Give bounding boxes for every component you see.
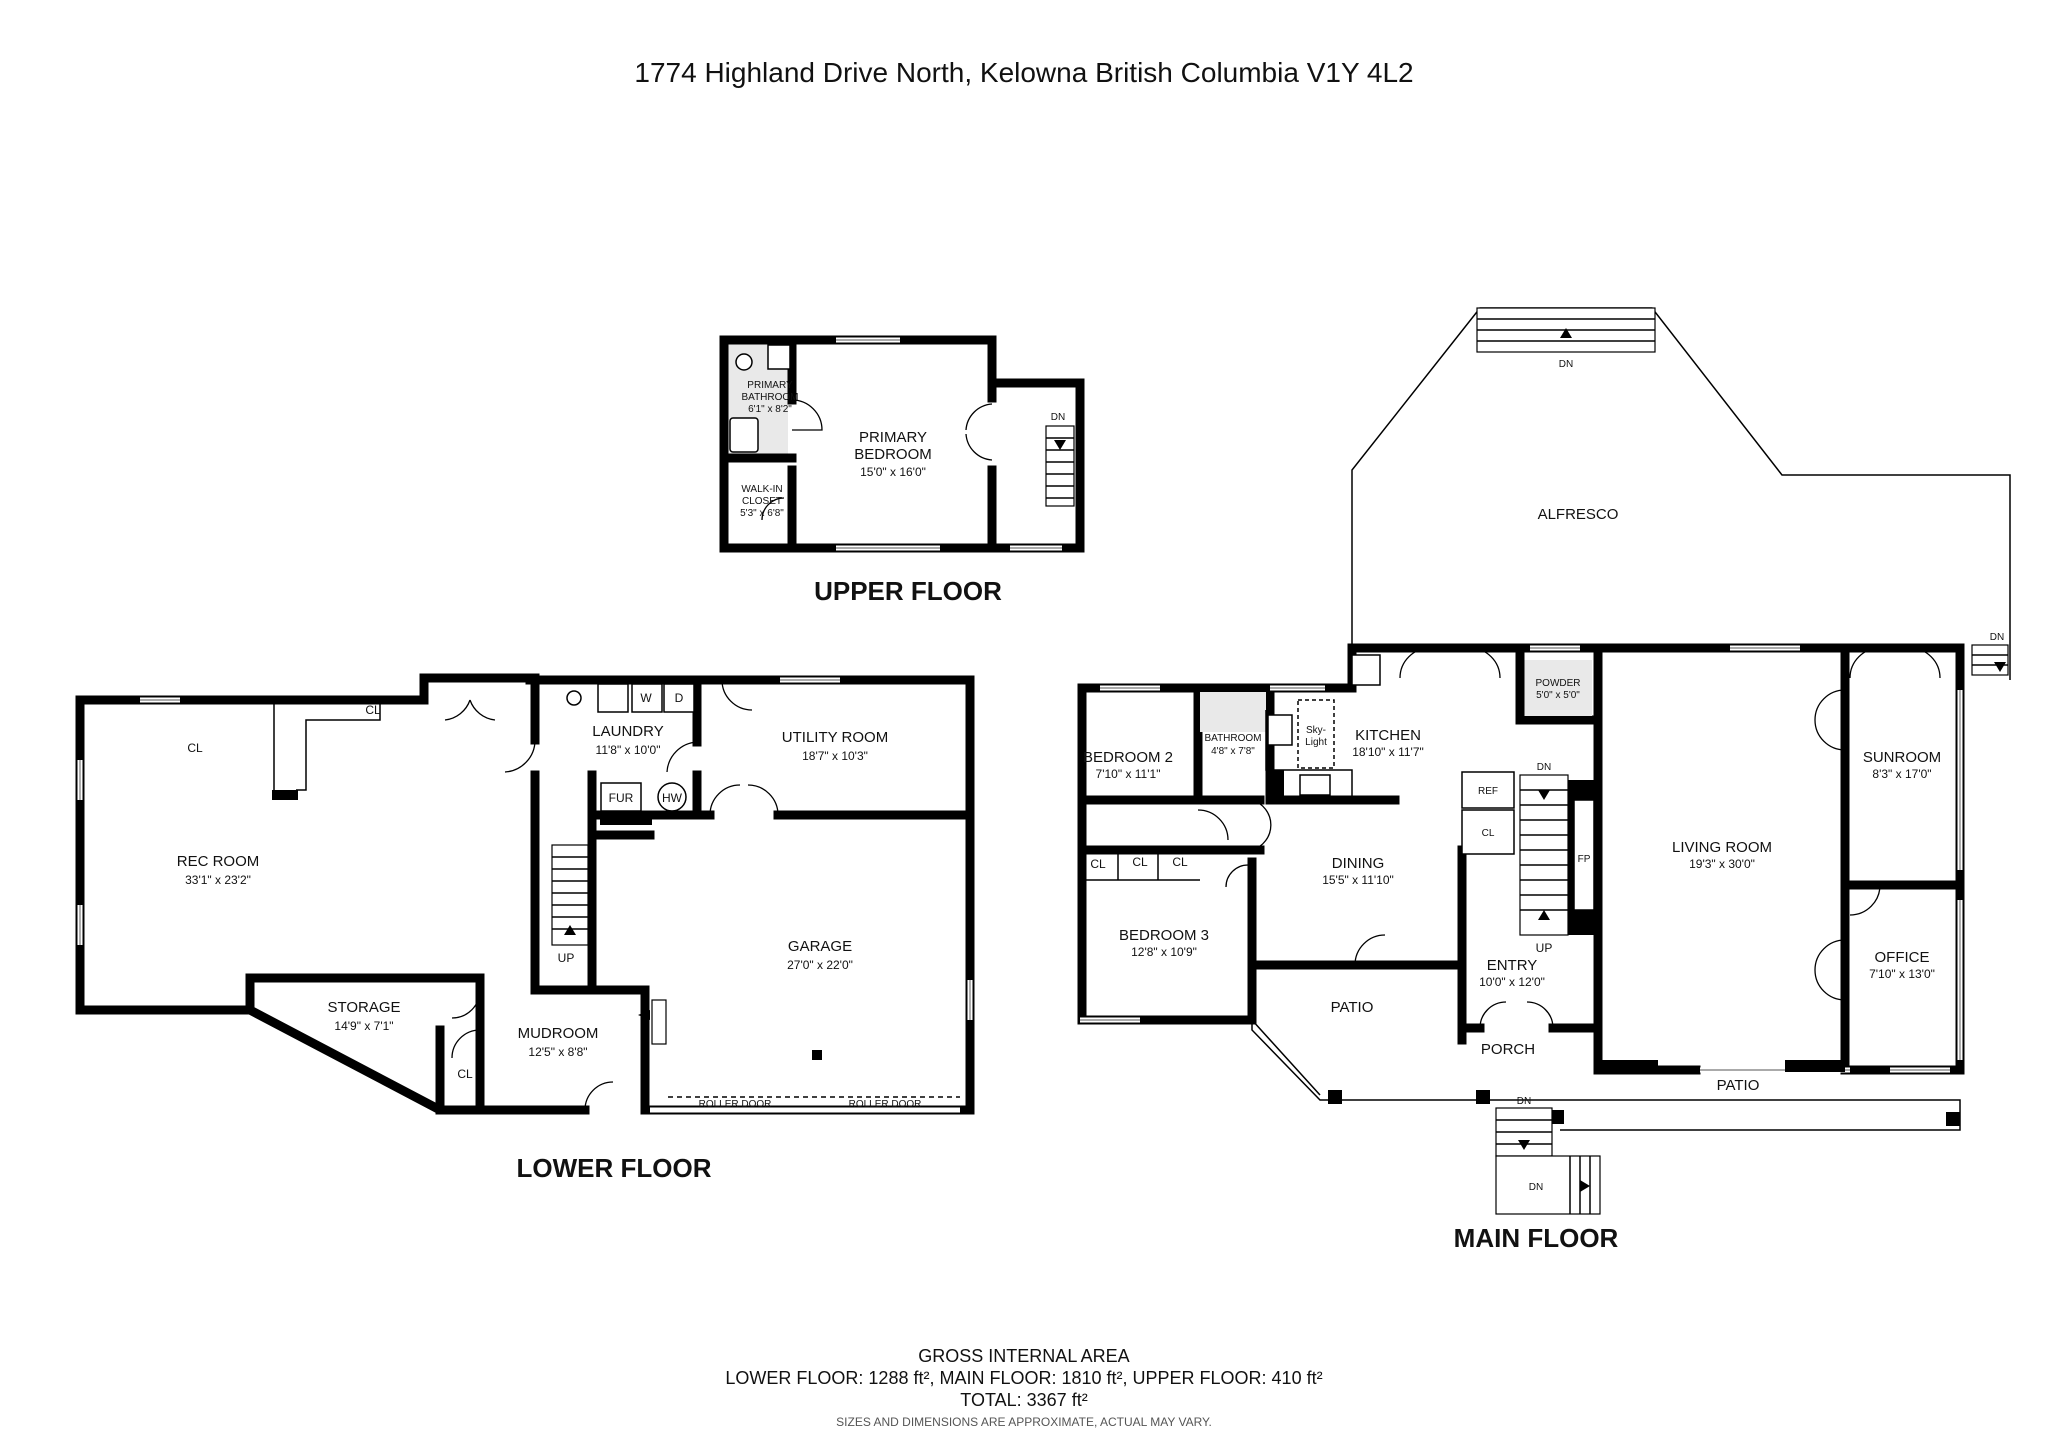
entry-dimensions: 10'0" x 12'0" bbox=[1479, 975, 1545, 989]
alfresco-stairs-down-label: DN bbox=[1559, 359, 1573, 370]
gross-internal-area: GROSS INTERNAL AREA LOWER FLOOR: 1288 ft… bbox=[725, 1346, 1322, 1429]
primary-bathroom-dimensions: 6'1" x 8'2" bbox=[748, 404, 792, 415]
primary-bedroom-label-1: PRIMARY bbox=[859, 429, 927, 446]
front-stairs-down-label-2: DN bbox=[1529, 1182, 1543, 1193]
side-stairs-down-label: DN bbox=[1990, 632, 2004, 643]
rec-room-label: REC ROOM bbox=[177, 853, 260, 870]
dining-label: DINING bbox=[1332, 855, 1385, 872]
rec-room-dimensions: 33'1" x 23'2" bbox=[185, 873, 251, 887]
upper-floor-title: UPPER FLOOR bbox=[814, 576, 1002, 606]
bathroom-dimensions: 4'8" x 7'8" bbox=[1211, 746, 1255, 757]
kitchen-dimensions: 18'10" x 11'7" bbox=[1352, 745, 1424, 759]
lower-stairs-up-label: UP bbox=[558, 951, 575, 965]
primary-bathroom-label-1: PRIMARY bbox=[747, 380, 793, 391]
bedroom3-closet-label-3: CL bbox=[1172, 855, 1188, 869]
garage-label: GARAGE bbox=[788, 938, 852, 955]
area-total: TOTAL: 3367 ft² bbox=[960, 1390, 1087, 1410]
living-room-label: LIVING ROOM bbox=[1672, 839, 1772, 856]
upper-stairs-down-label: DN bbox=[1051, 412, 1065, 423]
bedroom2-label: BEDROOM 2 bbox=[1083, 749, 1173, 766]
powder-dimensions: 5'0" x 5'0" bbox=[1536, 690, 1580, 701]
roller-door-label-2: ROLLER DOOR bbox=[849, 1099, 922, 1110]
porch-label: PORCH bbox=[1481, 1041, 1535, 1058]
mudroom-dimensions: 12'5" x 8'8" bbox=[528, 1045, 587, 1059]
bedroom2-dimensions: 7'10" x 11'1" bbox=[1096, 767, 1161, 781]
primary-bedroom-dimensions: 15'0" x 16'0" bbox=[860, 465, 926, 479]
bedroom3-closet-label-2: CL bbox=[1132, 855, 1148, 869]
furnace-label: FUR bbox=[609, 791, 634, 805]
main-stairs-down-label: DN bbox=[1537, 762, 1551, 773]
primary-bathroom-label-2: BATHROOM bbox=[741, 392, 798, 403]
property-address-title: 1774 Highland Drive North, Kelowna Briti… bbox=[634, 57, 1413, 88]
entry-closet-label: CL bbox=[1482, 828, 1495, 839]
bedroom3-dimensions: 12'8" x 10'9" bbox=[1131, 945, 1197, 959]
utility-room-dimensions: 18'7" x 10'3" bbox=[802, 749, 868, 763]
powder-label: POWDER bbox=[1536, 678, 1581, 689]
bedroom3-closet-label-1: CL bbox=[1090, 857, 1106, 871]
main-floor-plan: DN ALFRESCO bbox=[1077, 307, 2011, 1253]
washer-label: W bbox=[640, 691, 652, 705]
main-stairs-up-label: UP bbox=[1536, 941, 1553, 955]
living-room-dimensions: 19'3" x 30'0" bbox=[1689, 857, 1755, 871]
lower-floor-title: LOWER FLOOR bbox=[517, 1153, 712, 1183]
bedroom3-label: BEDROOM 3 bbox=[1119, 927, 1209, 944]
storage-label: STORAGE bbox=[327, 999, 400, 1016]
office-label: OFFICE bbox=[1875, 949, 1930, 966]
area-disclaimer: SIZES AND DIMENSIONS ARE APPROXIMATE, AC… bbox=[836, 1415, 1212, 1429]
sunroom-label: SUNROOM bbox=[1863, 749, 1941, 766]
refrigerator-label: REF bbox=[1478, 786, 1498, 797]
rec-room-closet-label-2: CL bbox=[365, 703, 381, 717]
rec-room-closet-label: CL bbox=[187, 741, 203, 755]
walk-in-closet-label-1: WALK-IN bbox=[741, 484, 782, 495]
office-dimensions: 7'10" x 13'0" bbox=[1869, 967, 1935, 981]
garage-dimensions: 27'0" x 22'0" bbox=[787, 958, 853, 972]
primary-bedroom-label-2: BEDROOM bbox=[854, 446, 932, 463]
sunroom-dimensions: 8'3" x 17'0" bbox=[1872, 767, 1931, 781]
storage-dimensions: 14'9" x 7'1" bbox=[334, 1019, 393, 1033]
entry-label: ENTRY bbox=[1487, 957, 1538, 974]
main-floor-title: MAIN FLOOR bbox=[1454, 1223, 1619, 1253]
dining-dimensions: 15'5" x 11'10" bbox=[1322, 873, 1394, 887]
laundry-label: LAUNDRY bbox=[592, 723, 663, 740]
kitchen-label: KITCHEN bbox=[1355, 727, 1421, 744]
utility-room-label: UTILITY ROOM bbox=[782, 729, 888, 746]
upper-floor-plan: DN PRIMARY BATHROOM 6'1" x 8'2" PRIMARY … bbox=[719, 335, 1085, 606]
bathroom-label: BATHROOM bbox=[1204, 733, 1261, 744]
dryer-label: D bbox=[675, 691, 684, 705]
storage-closet-label: CL bbox=[457, 1067, 473, 1081]
lower-floor-plan: CL CL REC ROOM 33'1" x 23'2" LAUNDRY 11'… bbox=[75, 673, 975, 1183]
walk-in-closet-dimensions: 5'3" x 6'8" bbox=[740, 508, 784, 519]
area-breakdown: LOWER FLOOR: 1288 ft², MAIN FLOOR: 1810 … bbox=[725, 1368, 1322, 1388]
roller-door-label-1: ROLLER DOOR bbox=[699, 1099, 772, 1110]
walk-in-closet-label-2: CLOSET bbox=[742, 496, 782, 507]
hot-water-label: HW bbox=[662, 791, 683, 805]
patio-front-label: PATIO bbox=[1717, 1077, 1760, 1094]
skylight-label-2: Light bbox=[1305, 737, 1327, 748]
alfresco-label: ALFRESCO bbox=[1538, 506, 1619, 523]
front-stairs-down-label-1: DN bbox=[1517, 1096, 1531, 1107]
laundry-dimensions: 11'8" x 10'0" bbox=[596, 743, 661, 757]
patio-left-label: PATIO bbox=[1331, 999, 1374, 1016]
mudroom-label: MUDROOM bbox=[518, 1025, 599, 1042]
area-heading: GROSS INTERNAL AREA bbox=[918, 1346, 1129, 1366]
fireplace-label: FP bbox=[1578, 854, 1591, 865]
skylight-label-1: Sky- bbox=[1306, 725, 1326, 736]
